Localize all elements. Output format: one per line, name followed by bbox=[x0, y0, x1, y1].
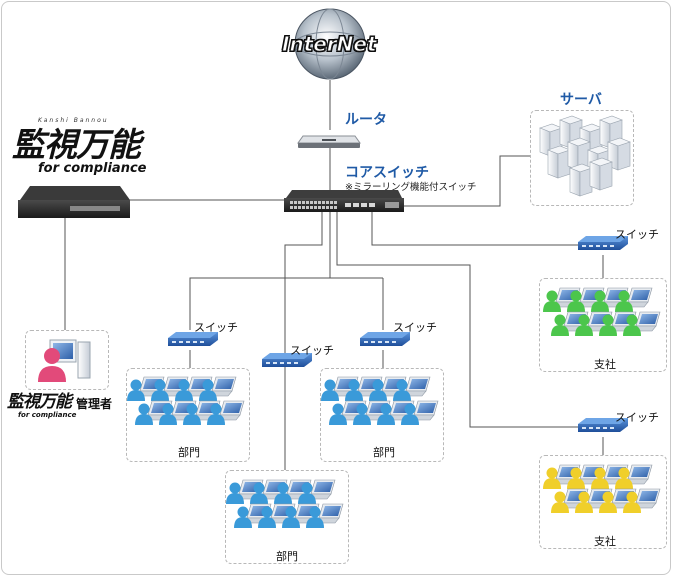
line-core-switch-bottom bbox=[284, 212, 323, 470]
user-person-icon bbox=[591, 467, 609, 489]
switch-dept-left-icon bbox=[168, 332, 218, 346]
admin-logo-sub: for compliance bbox=[18, 411, 77, 419]
group-label-branch-top: 支社 bbox=[594, 358, 616, 371]
group-label-dept-right: 部門 bbox=[373, 446, 395, 459]
user-person-icon bbox=[567, 467, 585, 489]
user-person-icon bbox=[321, 379, 339, 401]
group-label-branch-bottom: 支社 bbox=[594, 535, 616, 548]
internet-label: InterNet bbox=[282, 32, 378, 56]
switch-label-dept-right: スイッチ bbox=[393, 321, 437, 334]
user-person-icon bbox=[567, 290, 585, 312]
server-label: サーバ bbox=[560, 92, 602, 108]
user-person-icon bbox=[369, 379, 387, 401]
user-person-icon bbox=[575, 314, 593, 336]
user-person-icon bbox=[591, 290, 609, 312]
server-unit-icon bbox=[607, 137, 631, 171]
user-person-icon bbox=[599, 314, 617, 336]
laptop-icon bbox=[621, 287, 653, 308]
router-label: ルータ bbox=[345, 112, 387, 128]
admin-logo-name: 監視万能 bbox=[7, 392, 72, 412]
user-person-icon bbox=[623, 314, 641, 336]
user-person-icon bbox=[551, 314, 569, 336]
product-logo-name: 監視万能 bbox=[12, 125, 141, 164]
switch-icons bbox=[168, 236, 628, 432]
server-unit-icon bbox=[567, 137, 591, 171]
user-person-icon bbox=[345, 379, 363, 401]
user-person-icon bbox=[377, 403, 395, 425]
user-person-icon bbox=[151, 379, 169, 401]
server-unit-icon bbox=[547, 145, 571, 179]
core-switch-icon bbox=[284, 190, 404, 212]
line-core-switch-branch-bottom bbox=[336, 212, 578, 428]
core-switch-label: コアスイッチ bbox=[345, 165, 429, 181]
admin-workstation-icon bbox=[38, 339, 91, 382]
group-label-dept-left: 部門 bbox=[178, 446, 200, 459]
switch-label-branch-bottom: スイッチ bbox=[615, 411, 659, 424]
switch-branch-top-icon bbox=[578, 236, 628, 250]
server-unit-icon bbox=[569, 163, 593, 197]
user-person-icon bbox=[258, 506, 276, 528]
user-person-icon bbox=[353, 403, 371, 425]
user-person-icon bbox=[551, 491, 569, 513]
monitoring-appliance-icon bbox=[18, 186, 130, 218]
product-logo-sub: for compliance bbox=[38, 161, 147, 176]
connection-lines bbox=[64, 80, 604, 470]
internet-globe-icon bbox=[294, 8, 366, 80]
product-kana: Kanshi Bannou bbox=[38, 117, 109, 124]
switch-label-branch-top: スイッチ bbox=[615, 228, 659, 241]
user-person-icon bbox=[401, 403, 419, 425]
user-person-icon bbox=[282, 506, 300, 528]
user-person-icon bbox=[159, 403, 177, 425]
user-person-icon bbox=[575, 491, 593, 513]
user-person-icon bbox=[393, 379, 411, 401]
client-cluster bbox=[226, 479, 344, 528]
line-core-server bbox=[400, 155, 530, 207]
laptop-icon bbox=[399, 376, 431, 397]
user-person-icon bbox=[298, 482, 316, 504]
switch-label-dept-bottom: スイッチ bbox=[290, 344, 334, 357]
user-person-icon bbox=[127, 379, 145, 401]
user-person-icon bbox=[183, 403, 201, 425]
user-person-icon bbox=[615, 467, 633, 489]
client-groups bbox=[127, 287, 661, 528]
user-person-icon bbox=[306, 506, 324, 528]
user-person-icon bbox=[599, 491, 617, 513]
user-person-icon bbox=[274, 482, 292, 504]
switch-dept-right-icon bbox=[360, 332, 410, 346]
core-switch-note: ※ミラーリング機能付スイッチ bbox=[345, 182, 477, 193]
client-cluster bbox=[543, 287, 661, 336]
user-person-icon bbox=[250, 482, 268, 504]
switch-branch-bottom-icon bbox=[578, 418, 628, 432]
switch-label-dept-left: スイッチ bbox=[194, 321, 238, 334]
user-person-icon bbox=[234, 506, 252, 528]
line-core-switch-branch-top bbox=[371, 212, 578, 246]
user-person-icon bbox=[199, 379, 217, 401]
admin-suffix: 管理者 bbox=[76, 397, 113, 411]
client-cluster bbox=[543, 464, 661, 513]
router-icon bbox=[297, 135, 361, 148]
user-person-icon bbox=[329, 403, 347, 425]
user-person-icon bbox=[135, 403, 153, 425]
line-core-switch-left bbox=[189, 212, 331, 330]
user-person-icon bbox=[615, 290, 633, 312]
switch-dept-bottom-icon bbox=[262, 353, 312, 367]
server-unit-icon bbox=[589, 157, 613, 191]
user-person-icon bbox=[207, 403, 225, 425]
client-cluster bbox=[127, 376, 245, 425]
user-person-icon bbox=[226, 482, 244, 504]
user-person-icon bbox=[543, 290, 561, 312]
client-cluster bbox=[321, 376, 439, 425]
group-label-dept-bottom: 部門 bbox=[276, 550, 298, 563]
laptop-icon bbox=[621, 464, 653, 485]
user-person-icon bbox=[543, 467, 561, 489]
user-person-icon bbox=[623, 491, 641, 513]
server-rack-icon bbox=[539, 115, 631, 197]
user-person-icon bbox=[175, 379, 193, 401]
